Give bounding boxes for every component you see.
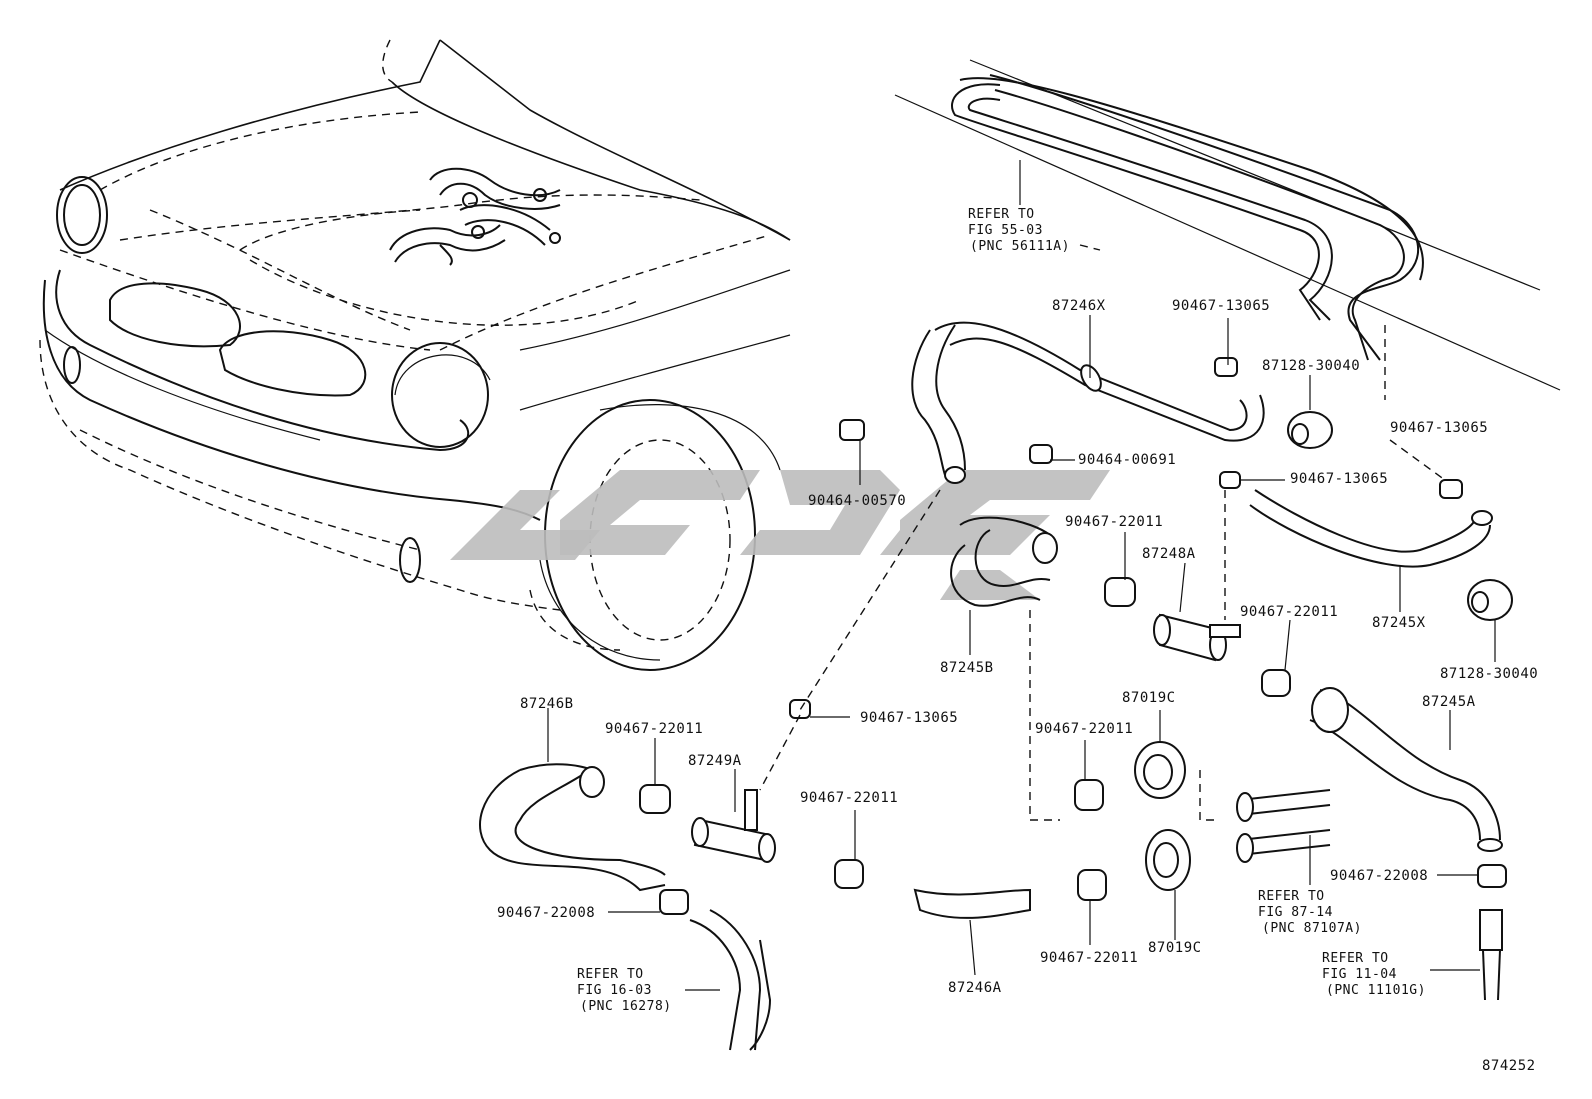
ref-fig11-line2: FIG 11-04	[1322, 967, 1397, 982]
ref-fig55-line2: FIG 55-03	[968, 223, 1043, 238]
ref-fig87-line2: FIG 87-14	[1258, 905, 1333, 920]
label-87019C-b: 87019C	[1148, 940, 1202, 956]
label-87128-30040-b: 87128-30040	[1440, 666, 1538, 682]
label-90467-22011-c: 90467-22011	[605, 721, 703, 737]
ref-fig16-line3: (PNC 16278)	[580, 999, 672, 1014]
diagram-id: 874252	[1482, 1058, 1536, 1074]
ref-fig55-line1: REFER TO	[968, 207, 1035, 222]
body-panel-lines	[894, 59, 1561, 391]
label-90464-00570: 90464-00570	[808, 493, 906, 509]
label-90467-22011-f: 90467-22011	[1040, 950, 1138, 966]
label-87248A: 87248A	[1142, 546, 1196, 562]
label-87245A: 87245A	[1422, 694, 1476, 710]
label-87019C-a: 87019C	[1122, 690, 1176, 706]
label-90467-13065-b: 90467-13065	[1390, 420, 1488, 436]
label-87128-30040-a: 87128-30040	[1262, 358, 1360, 374]
clamp-icon	[639, 357, 1507, 915]
label-87245B: 87245B	[940, 660, 994, 676]
label-90467-22011-b: 90467-22011	[1240, 604, 1338, 620]
ref-fig55-line3: (PNC 56111A)	[970, 239, 1070, 254]
label-90467-13065-a: 90467-13065	[1172, 298, 1270, 314]
vehicle-illustration	[39, 39, 791, 671]
label-90467-22011-e: 90467-22011	[1035, 721, 1133, 737]
label-90467-13065-d: 90467-13065	[860, 710, 958, 726]
label-90467-13065-c: 90467-13065	[1290, 471, 1388, 487]
refer-notes: REFER TO FIG 55-03 (PNC 56111A) REFER TO…	[577, 207, 1426, 1014]
parts	[479, 321, 1513, 1051]
leader-lines	[547, 160, 1496, 991]
ref-fig11-line3: (PNC 11101G)	[1326, 983, 1426, 998]
ref-fig11-line1: REFER TO	[1322, 951, 1389, 966]
label-87246X: 87246X	[1052, 298, 1106, 314]
label-87246B: 87246B	[520, 696, 574, 712]
part-labels: 87246X 90467-13065 87128-30040 90467-130…	[497, 298, 1538, 996]
label-90467-22011-a: 90467-22011	[1065, 514, 1163, 530]
label-90467-22008-a: 90467-22008	[497, 905, 595, 921]
ref-fig87-line1: REFER TO	[1258, 889, 1325, 904]
label-87249A: 87249A	[688, 753, 742, 769]
ref-fig16-line2: FIG 16-03	[577, 983, 652, 998]
label-90464-00691: 90464-00691	[1078, 452, 1176, 468]
label-90467-22011-d: 90467-22011	[800, 790, 898, 806]
label-87246A: 87246A	[948, 980, 1002, 996]
watermark-logo	[450, 470, 1110, 600]
ref-fig16-line1: REFER TO	[577, 967, 644, 982]
label-90467-22008-b: 90467-22008	[1330, 868, 1428, 884]
label-87245X: 87245X	[1372, 615, 1426, 631]
ref-fig87-line3: (PNC 87107A)	[1262, 921, 1362, 936]
